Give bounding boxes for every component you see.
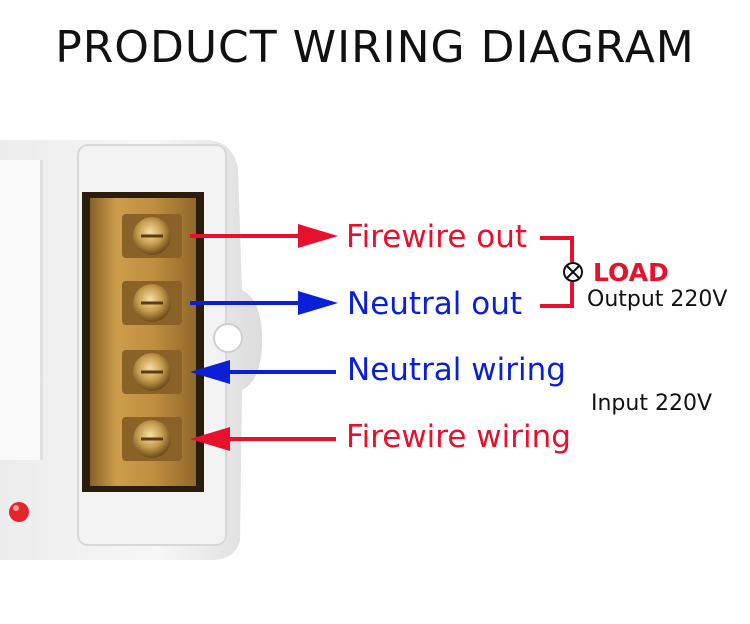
arrow-firewire-wiring [190,427,336,451]
arrow-firewire-out [190,224,338,248]
device-side-panel [0,160,40,460]
label-neutral-wiring: Neutral wiring [347,352,566,388]
output-voltage-label: Output 220V [587,287,728,312]
led-indicator [9,502,29,522]
label-firewire-wiring: Firewire wiring [346,419,571,455]
terminal-screw-1 [122,214,182,258]
terminal-screw-2 [122,281,182,325]
input-voltage-label: Input 220V [591,391,712,416]
led-indicator-highlight [13,505,19,511]
page-title: PRODUCT WIRING DIAGRAM [55,22,695,73]
label-firewire-out: Firewire out [346,219,528,255]
arrow-neutral-out [190,291,338,315]
load-label: LOAD [593,258,669,287]
load-connection-lines [540,236,574,308]
mounting-hole [213,323,243,353]
terminal-screw-3 [122,350,182,394]
device-side-panel-edge [40,160,43,460]
arrow-neutral-wiring [190,360,336,384]
terminal-screw-4 [122,417,182,461]
lamp-symbol-icon [563,262,583,282]
label-neutral-out: Neutral out [347,286,523,322]
